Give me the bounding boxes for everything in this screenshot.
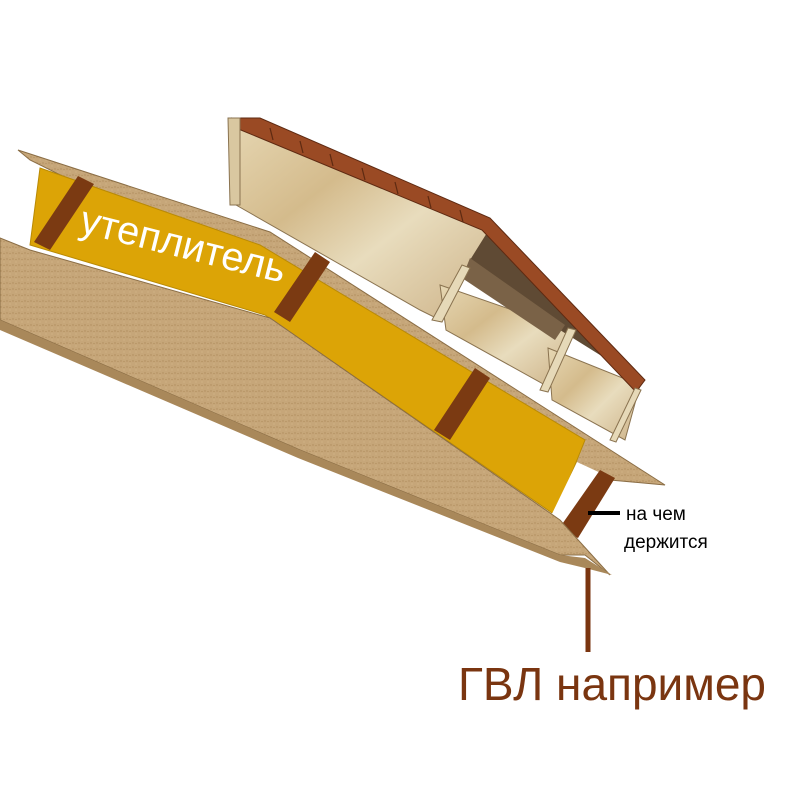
holds-label-line1: на чем [626, 504, 686, 525]
holds-label-line2: держится [624, 532, 708, 553]
roof-tile-strip [235, 117, 646, 393]
fastening-gap [548, 462, 605, 525]
roof-tile-marks [269, 127, 464, 223]
roof-section [227, 117, 646, 443]
roof-beam-3 [609, 387, 642, 443]
rafter [274, 252, 330, 322]
roof-interior-shadow-2 [462, 258, 565, 340]
rafter [434, 368, 490, 440]
roof-end-post [227, 117, 241, 206]
roof-beam-1 [431, 264, 471, 323]
gvl-label: ГВЛ например [458, 658, 766, 710]
roof-beam-2 [539, 327, 577, 393]
rafters [34, 176, 615, 538]
rafter [558, 470, 615, 538]
rafter [34, 176, 94, 250]
